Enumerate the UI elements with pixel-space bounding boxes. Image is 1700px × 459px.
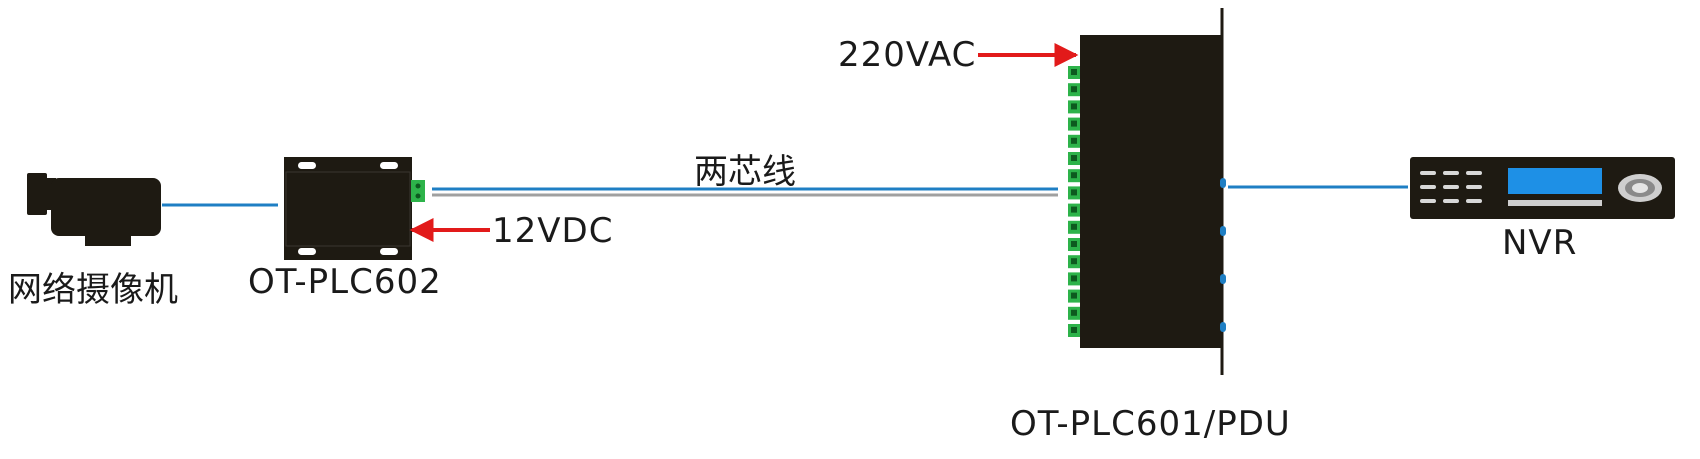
nvr-slot <box>1508 200 1602 206</box>
pdu-terminal-screw <box>1071 86 1077 93</box>
nvr-knob-icon <box>1618 174 1662 202</box>
pdu-terminal-screw <box>1071 258 1077 265</box>
pdu-terminal-screw <box>1071 155 1077 161</box>
pdu-terminal-screw <box>1071 241 1077 247</box>
pdu-terminal-screw <box>1071 223 1077 230</box>
nvr-label: NVR <box>1502 223 1578 263</box>
nvr-screen <box>1508 168 1602 194</box>
pdu-terminal-screw <box>1071 275 1077 282</box>
pdu-terminal-screw <box>1071 189 1077 196</box>
two-core-cable <box>432 187 1058 197</box>
dc-voltage-label: 12VDC <box>492 211 614 251</box>
camera-label: 网络摄像机 <box>8 270 178 310</box>
pdu-terminal-screw <box>1071 172 1077 179</box>
nvr-device <box>1410 157 1675 219</box>
plc602-terminal-block <box>411 180 425 202</box>
pdu-terminal-screw <box>1071 137 1077 144</box>
plc601-label: OT-PLC601/PDU <box>1010 404 1291 444</box>
plc602-device <box>284 157 412 260</box>
pdu-terminal-screw <box>1071 206 1077 213</box>
pdu-terminal-column <box>1068 66 1080 337</box>
camera-icon <box>27 173 161 246</box>
pdu-terminal-screw <box>1071 120 1077 127</box>
nvr-buttons <box>1420 171 1482 203</box>
cable-label: 两芯线 <box>694 152 796 192</box>
pdu-terminal-screw <box>1071 309 1077 316</box>
pdu-terminal-screw <box>1071 327 1077 333</box>
plc602-label: OT-PLC602 <box>248 262 442 302</box>
pdu-terminal-screw <box>1071 292 1077 299</box>
plc601-pdu-device <box>1080 8 1226 375</box>
pdu-terminal-screw <box>1071 69 1077 75</box>
pdu-terminal-screw <box>1071 103 1077 110</box>
ac-voltage-label: 220VAC <box>838 35 977 75</box>
